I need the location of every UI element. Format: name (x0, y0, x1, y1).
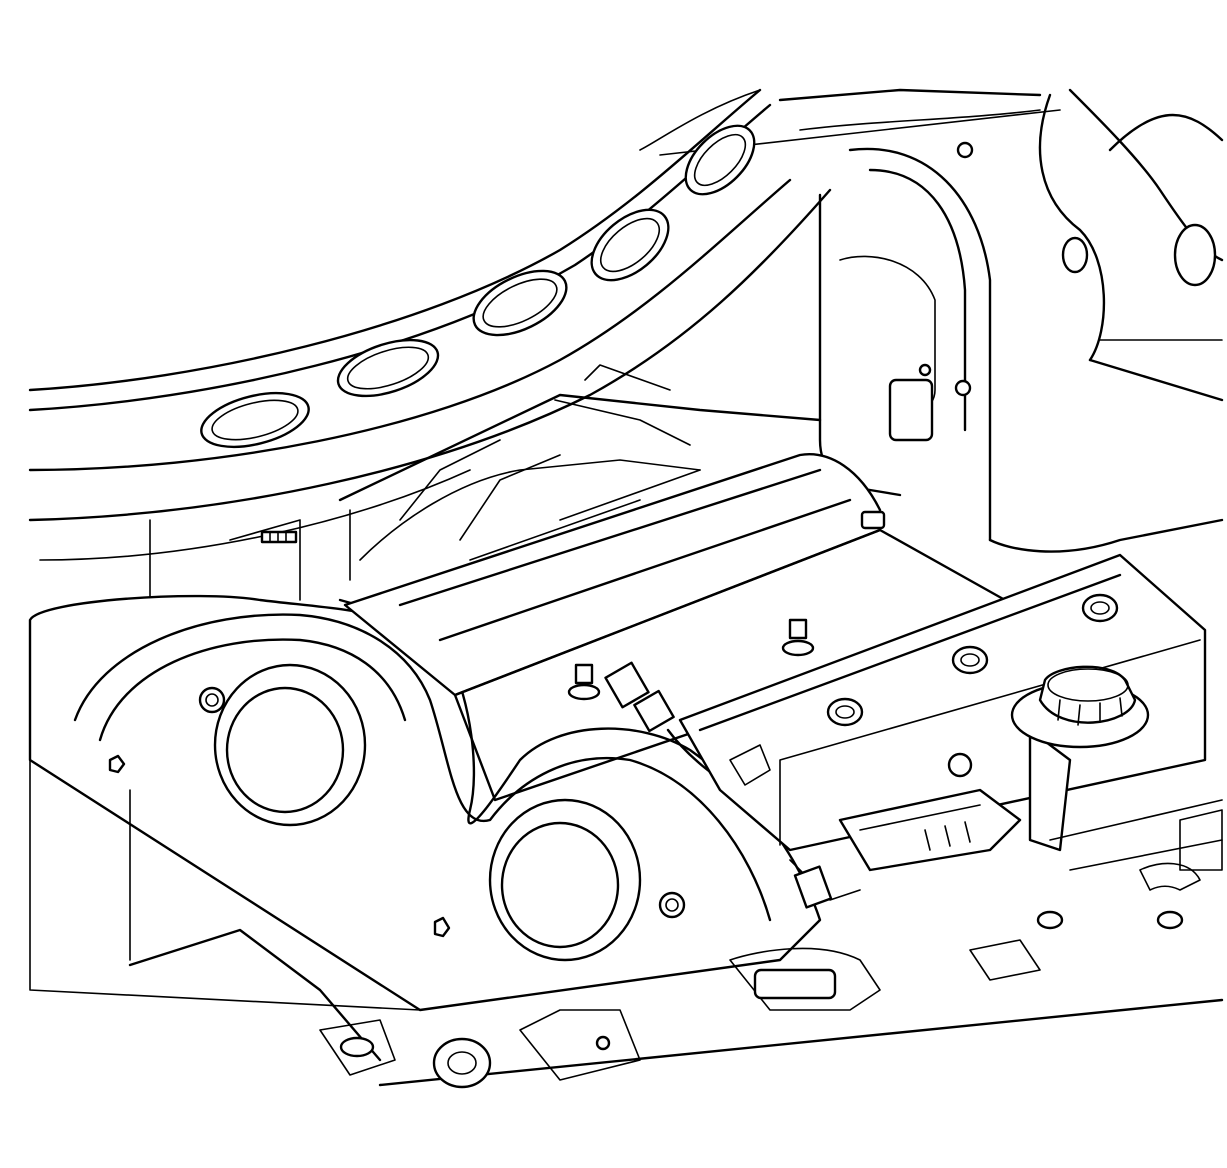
upper-rail (28, 88, 1061, 611)
module-stud-right (781, 618, 815, 657)
trim-cover (678, 553, 1207, 852)
trim-fasteners (826, 593, 1119, 778)
filler-cap (1010, 665, 1150, 852)
panel-nuts (108, 686, 686, 938)
rear-floor-trough (229, 364, 822, 601)
electrical-connector (604, 661, 752, 802)
body-plug-left (213, 663, 367, 827)
stud-left (260, 530, 298, 544)
rail-access-holes (200, 124, 756, 449)
module-assembly (343, 453, 1007, 802)
module-stud-left (567, 663, 601, 701)
body-plug-right (488, 798, 642, 962)
lower-bracket (729, 744, 1022, 909)
rear-upper-structure (818, 88, 1224, 553)
rear-floor-panel (128, 799, 1224, 1089)
